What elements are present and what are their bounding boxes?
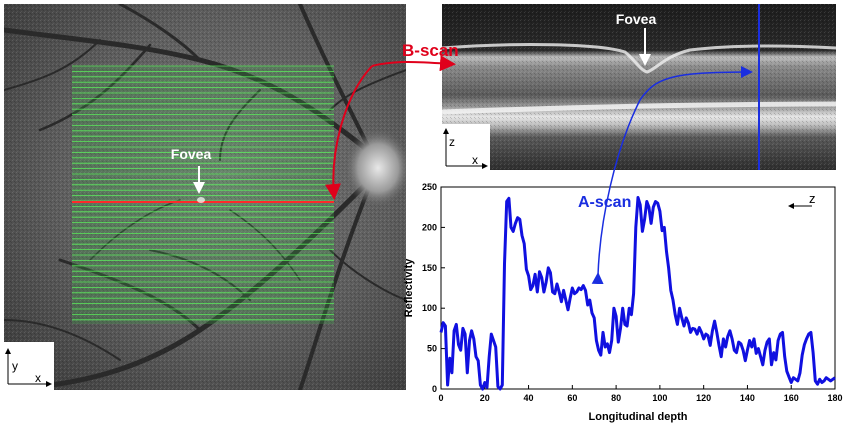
fundus-axis-indicator: y x: [4, 342, 54, 390]
y-tick-label: 250: [422, 182, 437, 192]
chart-z-direction-indicator: z: [788, 191, 816, 209]
fundus-image: Fovea: [4, 4, 406, 390]
bscan-axis-indicator: z x: [442, 124, 490, 170]
bscan-axis-z-label: z: [449, 135, 455, 149]
x-tick-label: 60: [567, 393, 577, 403]
optic-disc: [344, 128, 406, 208]
bscan-link-arrow: [371, 55, 456, 72]
bscan-fovea-label: Fovea: [616, 11, 657, 27]
bscan-label: B-scan: [402, 41, 459, 60]
y-axis-label: Reflectivity: [403, 258, 415, 318]
y-tick-label: 200: [422, 222, 437, 232]
bscan-axis-x-label: x: [472, 153, 478, 167]
x-tick-label: 20: [480, 393, 490, 403]
y-tick-label: 150: [422, 263, 437, 273]
x-tick-label: 180: [827, 393, 842, 403]
ascan-label: A-scan: [578, 194, 631, 211]
x-tick-label: 160: [784, 393, 799, 403]
x-axis-label: Longitudinal depth: [589, 411, 688, 423]
x-tick-label: 40: [524, 393, 534, 403]
ascan-link-arrow: [591, 66, 753, 285]
x-tick-label: 100: [652, 393, 667, 403]
fundus-axis-y-label: y: [12, 359, 18, 373]
fundus-fovea-label: Fovea: [171, 146, 212, 162]
chart-z-label: z: [809, 191, 816, 206]
y-tick-label: 50: [427, 344, 437, 354]
x-tick-label: 0: [438, 393, 443, 403]
x-tick-label: 120: [696, 393, 711, 403]
fundus-axis-x-label: x: [35, 371, 41, 385]
x-tick-label: 80: [611, 393, 621, 403]
ascan-chart: 0 50 100 150 200 250 0 20 40 60 80 100 120 140 160 180…: [403, 182, 843, 423]
x-tick-label: 140: [740, 393, 755, 403]
y-tick-label: 0: [432, 384, 437, 394]
fovea-spot: [197, 197, 205, 203]
x-axis-ticks: 0 20 40 60 80 100 120 140 160 180: [438, 385, 843, 403]
bscan-to-line-arrow: [324, 65, 373, 200]
y-tick-label: 100: [422, 303, 437, 313]
bscan-image: Fovea z x: [441, 4, 837, 170]
y-axis-ticks: 0 50 100 150 200 250: [422, 182, 445, 394]
scan-area-tint: [72, 66, 334, 324]
